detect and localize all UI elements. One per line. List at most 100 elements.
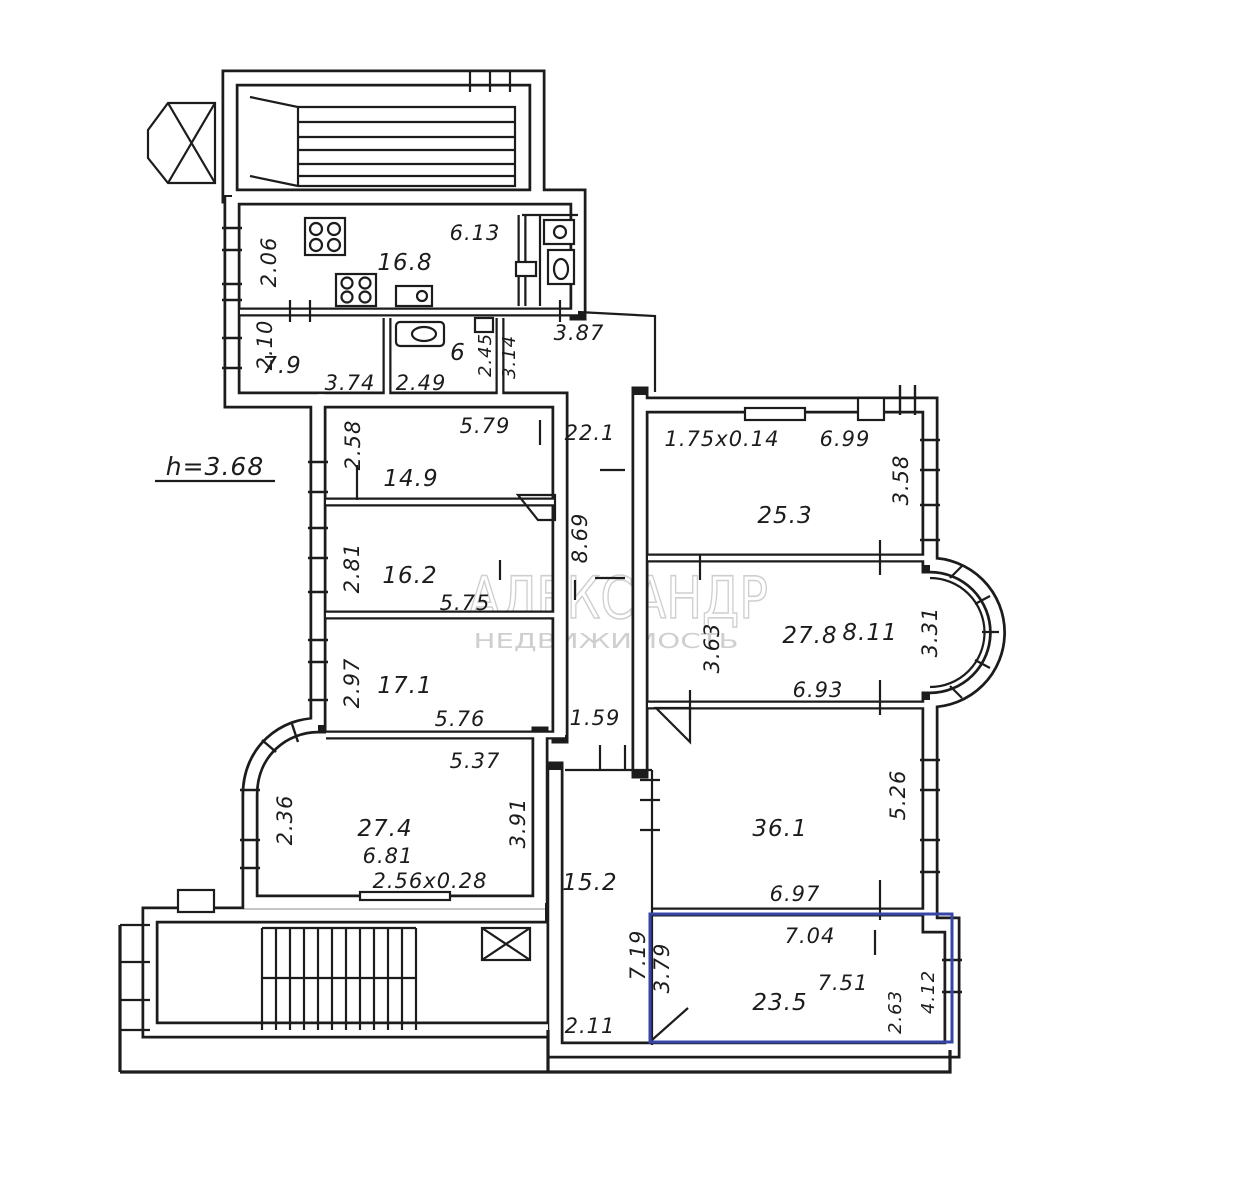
height-note: h=3.68 (166, 452, 264, 481)
room-16-2-width: 5.75 (440, 591, 491, 615)
room-36-1-width: 6.97 (770, 882, 821, 906)
radiator-niche-27-4 (358, 890, 452, 902)
highlighted-room-frame (648, 912, 954, 1044)
lower-stairwell-wall-core (144, 909, 548, 1036)
room-23-5-depth: 3.79 (650, 943, 674, 994)
hall-dim-top: 3.87 (554, 321, 605, 345)
door-swing-23-5 (651, 1007, 689, 1041)
room-36-1-area: 36.1 (752, 816, 807, 842)
corridor-length: 7.19 (626, 930, 650, 981)
room-14-9-width: 5.79 (460, 414, 511, 438)
toilet-icon (546, 248, 576, 286)
bay-window-ticks (949, 565, 999, 699)
bathtub-icon (394, 320, 446, 348)
washbasin-icon (542, 218, 576, 246)
room-27-8-area: 27.8 (782, 623, 837, 649)
room-23-5-dim-a: 7.51 (818, 971, 869, 995)
upper-stair-treads (298, 105, 517, 188)
walls (141, 69, 1006, 1059)
room-14-9-area: 14.9 (383, 466, 438, 492)
bay-left-wall-core (244, 719, 545, 909)
lower-stair-treads (260, 926, 418, 1030)
details (118, 70, 999, 1074)
room-14-9-depth: 2.58 (341, 420, 365, 471)
kitchen-depth: 2.06 (257, 237, 281, 288)
room-27-8-width: 8.11 (842, 620, 897, 646)
lower-shaft-cross (481, 927, 531, 961)
room-17-1-width: 5.76 (435, 707, 486, 731)
window-marks (222, 226, 962, 994)
door-notch-36-1 (653, 706, 692, 745)
room-36-1-depth: 5.26 (886, 770, 910, 821)
hall-length: 8.69 (568, 513, 592, 564)
vent-box-25-3 (856, 396, 886, 422)
stove-icon (303, 216, 347, 257)
bath-dim-a: 2.45 (475, 333, 496, 377)
watermark: АЛЕКСАНДР НЕДВИЖИМОСТЬ (467, 563, 769, 653)
upper-notch (468, 70, 512, 92)
room-27-4-width-bottom: 6.81 (363, 844, 414, 868)
watermark-line-2: НЕДВИЖИМОСТЬ (474, 629, 739, 653)
middle-rooms-right-wall-core (318, 394, 566, 735)
labels: h=3.68 16.8 6.13 2.06 2.10 7.9 3.74 6 2.… (155, 221, 942, 1038)
room-25-3-depth: 3.58 (889, 455, 913, 506)
room-27-4-niche: 2.56x0.28 (373, 869, 488, 893)
room-25-3-niche: 1.75x0.14 (665, 427, 780, 451)
room-27-4-depth: 3.91 (506, 798, 530, 849)
hall-area: 22.1 (565, 421, 616, 445)
fixtures (303, 216, 576, 348)
kitchen-counter-icon (514, 260, 538, 278)
room-27-4-depth-bay: 2.36 (273, 795, 297, 846)
upper-stair-funnel (249, 95, 300, 188)
ticks (288, 300, 882, 955)
room-17-1-depth: 2.97 (340, 658, 364, 709)
room-25-3-area: 25.3 (757, 503, 812, 529)
windows-bay-left (240, 723, 300, 870)
room-23-5-dim-c: 2.63 (885, 990, 906, 1034)
room-27-4-width: 5.37 (450, 749, 501, 773)
room-16-2-area: 16.2 (382, 563, 437, 589)
room-23-5-area: 23.5 (752, 990, 807, 1016)
entrance-step (176, 888, 216, 914)
watermark-line-1: АЛЕКСАНДР (468, 564, 768, 632)
ground-line (118, 925, 952, 1074)
kitchen-sink-icon (394, 284, 434, 308)
room-23-5-width: 7.04 (785, 924, 836, 948)
small-room-area: 7.9 (262, 353, 302, 379)
room-23-5-dim-b: 4.12 (918, 970, 939, 1014)
dimension-ticks (288, 300, 882, 955)
room-27-8-width-bottom: 6.93 (793, 678, 844, 702)
kitchen-area: 16.8 (377, 250, 432, 276)
exhaust-shaft-cross (167, 102, 216, 184)
small-room-width: 3.74 (325, 371, 376, 395)
hall-top-line (577, 310, 657, 392)
upper-stairwell-wall-core (224, 72, 543, 195)
small-room-depth: 2.10 (253, 320, 277, 371)
windows-middle-rooms (308, 460, 328, 702)
bath-area: 6 (450, 340, 466, 366)
kitchen-top-right-wall-core (232, 191, 584, 312)
room-25-3-width: 6.99 (820, 427, 871, 451)
radiator-niche-25-3 (743, 406, 807, 422)
bath-dim-b: 3.14 (499, 335, 520, 379)
room-27-8-depth: 3.63 (700, 623, 724, 674)
room-17-1-area: 17.1 (377, 673, 432, 699)
windows-top-right (898, 385, 917, 415)
hall-dim-bottom: 1.59 (570, 706, 621, 730)
wc-small-icon (473, 316, 495, 334)
room-27-8-bay: 3.31 (918, 607, 942, 658)
lower-left-annex (120, 923, 150, 1032)
room-16-2-depth: 2.81 (340, 543, 364, 594)
bath-width: 2.49 (396, 371, 447, 395)
corridor-area: 15.2 (562, 870, 617, 896)
right-block-top-wall-core (640, 399, 936, 565)
kitchen-width: 6.13 (450, 221, 501, 245)
room-27-4-area: 27.4 (357, 816, 412, 842)
cooktop-icon (334, 272, 378, 308)
exhaust-shaft-left (146, 101, 217, 185)
left-outer-wall-core (226, 197, 324, 725)
windows-kitchen (222, 226, 242, 370)
room-14-9-notch (515, 493, 557, 522)
corridor-width: 2.11 (565, 1014, 616, 1038)
